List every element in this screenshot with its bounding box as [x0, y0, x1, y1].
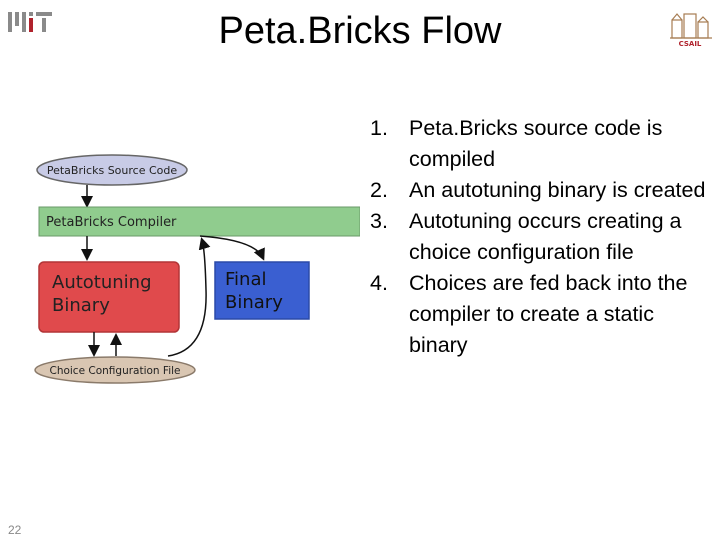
flow-diagram: PetaBricks Source Code PetaBricks Compil…: [34, 154, 360, 384]
mit-logo: [8, 12, 52, 32]
autotuning-binary-node: Autotuning Binary: [38, 261, 180, 333]
source-code-node: PetaBricks Source Code: [36, 154, 188, 186]
autotuning-label-line2: Binary: [52, 295, 110, 316]
config-label: Choice Configuration File: [49, 365, 180, 377]
step-item: 1. Peta.Bricks source code is compiled: [370, 113, 710, 175]
final-label-line1: Final: [225, 269, 266, 290]
arrow-config-to-compiler: [167, 237, 211, 357]
autotuning-label-line1: Autotuning: [52, 272, 152, 293]
step-number: 2.: [370, 178, 388, 202]
step-item: 2. An autotuning binary is created: [370, 175, 710, 206]
steps-list: 1. Peta.Bricks source code is compiled 2…: [370, 113, 710, 361]
svg-text:CSAIL: CSAIL: [679, 40, 702, 48]
step-number: 3.: [370, 209, 388, 233]
step-text: Autotuning occurs creating a choice conf…: [409, 209, 682, 264]
slide-title: Peta.Bricks Flow: [218, 10, 502, 52]
source-code-label: PetaBricks Source Code: [47, 164, 178, 177]
choice-config-node: Choice Configuration File: [34, 356, 196, 384]
step-text: An autotuning binary is created: [409, 178, 706, 202]
step-text: Choices are fed back into the compiler t…: [409, 271, 688, 357]
step-number: 1.: [370, 116, 388, 140]
compiler-label: PetaBricks Compiler: [46, 215, 177, 230]
step-item: 4. Choices are fed back into the compile…: [370, 268, 710, 361]
step-item: 3. Autotuning occurs creating a choice c…: [370, 206, 710, 268]
final-binary-node: Final Binary: [214, 261, 310, 320]
step-number: 4.: [370, 271, 388, 295]
arrow-compiler-to-final: [199, 235, 265, 261]
final-label-line2: Binary: [225, 292, 283, 313]
slide-number: 22: [8, 523, 22, 537]
compiler-node: PetaBricks Compiler: [38, 206, 360, 237]
csail-logo: CSAIL: [670, 13, 712, 48]
step-text: Peta.Bricks source code is compiled: [409, 116, 663, 171]
